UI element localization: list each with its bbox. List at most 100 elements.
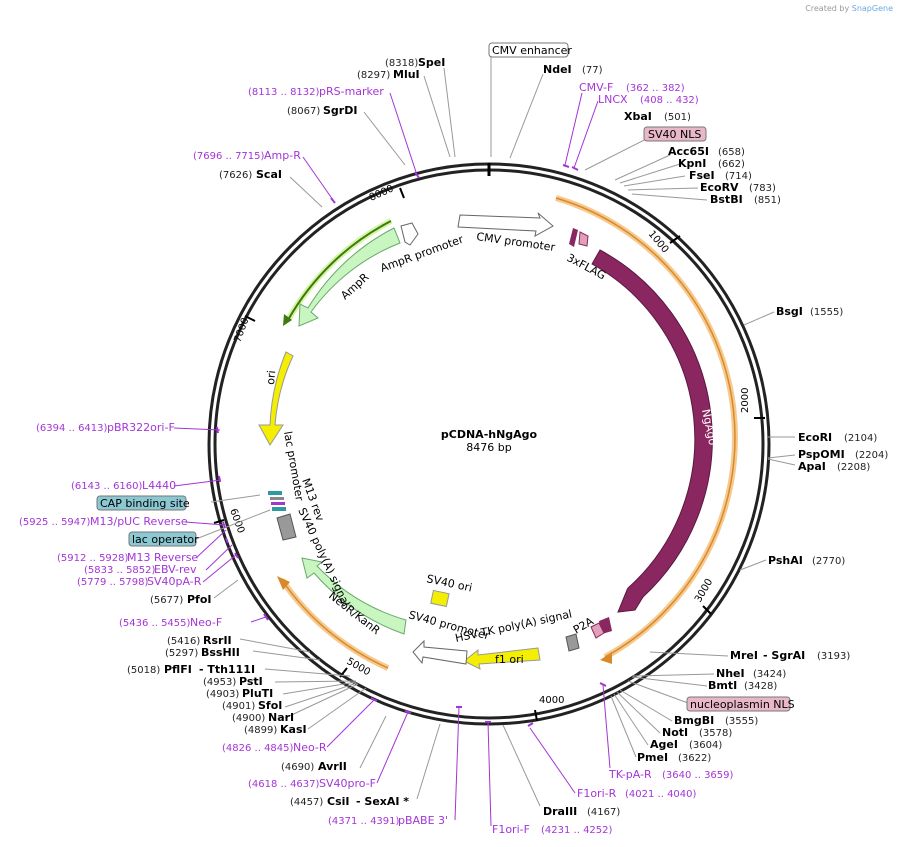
nucleoplasmin-nls-label: nucleoplasmin NLS [690, 698, 795, 711]
svg-text:(8067): (8067) [287, 106, 320, 117]
svg-text:(5018): (5018) [127, 665, 160, 676]
f1-ori-label: f1 ori [495, 653, 524, 666]
site-psti: PstI [239, 675, 263, 688]
svg-text:(501): (501) [664, 112, 691, 123]
tick-4000: 4000 [539, 695, 564, 706]
orf-arc-ngago-core [555, 197, 736, 658]
svg-text:(4900): (4900) [232, 713, 265, 724]
site-draiii: DraIII [543, 805, 577, 818]
svg-text:(6143 .. 6160): (6143 .. 6160) [71, 481, 143, 492]
sv40-polya-feature[interactable] [276, 513, 297, 541]
site-pflfi: PflFI [164, 663, 192, 676]
ori-feature[interactable] [258, 351, 294, 446]
site-noti: NotI [662, 726, 688, 739]
svg-text:(1555): (1555) [810, 307, 843, 318]
primer-neo-f: Neo-F [190, 616, 222, 629]
site-tth111i: - Tth111I [199, 663, 255, 676]
svg-text:(4371 .. 4391): (4371 .. 4391) [328, 816, 400, 827]
primer-cmv-f: CMV-F [579, 81, 613, 94]
svg-text:(4826 .. 4845): (4826 .. 4845) [222, 743, 294, 754]
site-acc65i: Acc65I [668, 145, 709, 158]
primer-amp-r: Amp-R [264, 149, 301, 162]
svg-text:(5779 .. 5798): (5779 .. 5798) [77, 577, 149, 588]
primer-prs-marker: pRS-marker [319, 85, 384, 98]
cap-binding-site-label: CAP binding site [100, 497, 190, 510]
svg-text:(4899): (4899) [244, 725, 277, 736]
tick-3000: 3000 [693, 577, 715, 605]
site-scai: ScaI [256, 168, 282, 181]
site-bmti: BmtI [708, 679, 737, 692]
svg-text:(8113 .. 8132): (8113 .. 8132) [248, 87, 320, 98]
site-labels: (8318) SpeI (8297) MluI (8067) SgrDI (76… [127, 56, 888, 818]
sv40-promoter-feature[interactable] [412, 639, 468, 665]
ampr-promoter-feature[interactable] [400, 222, 419, 246]
primer-ebv-rev: EBV-rev [154, 563, 197, 576]
cmv-promoter-feature[interactable] [457, 212, 554, 237]
svg-text:(5297): (5297) [165, 648, 198, 659]
site-pluti: PluTI [242, 687, 273, 700]
svg-text:(4231 .. 4252): (4231 .. 4252) [541, 825, 613, 836]
hsv-tk-polya-feature[interactable] [565, 633, 580, 652]
site-ecorv: EcoRV [700, 181, 739, 194]
svg-text:(4021 .. 4040): (4021 .. 4040) [625, 789, 697, 800]
site-kpni: KpnI [678, 157, 706, 170]
svg-text:(5436 .. 5455): (5436 .. 5455) [119, 618, 191, 629]
svg-text:(3640 .. 3659): (3640 .. 3659) [662, 770, 734, 781]
leader-lines [195, 56, 796, 807]
primer-f1ori-r: F1ori-R [577, 787, 617, 800]
svg-text:(783): (783) [749, 183, 776, 194]
site-rsrii: RsrII [203, 634, 232, 647]
neor-kanr-feature[interactable] [301, 557, 407, 635]
site-fsei: FseI [689, 169, 715, 182]
svg-text:(2204): (2204) [855, 450, 888, 461]
svg-text:(3622): (3622) [678, 753, 711, 764]
site-pshai: PshAI [768, 554, 803, 567]
credit-prefix: Created by [805, 4, 850, 13]
ngago-feature[interactable] [591, 249, 713, 613]
primer-sv40pa-r: SV40pA-R [147, 575, 202, 588]
site-xbai: XbaI [624, 110, 652, 123]
nucleoplasmin-nls-feature[interactable] [590, 622, 605, 639]
svg-text:(662): (662) [718, 159, 745, 170]
sv40nls-feature[interactable] [578, 231, 589, 247]
svg-text:(5677): (5677) [150, 595, 183, 606]
site-pspomi: PspOMI [798, 448, 845, 461]
p2a-label: P2A [571, 615, 596, 637]
site-nari: NarI [268, 711, 294, 724]
primer-f1ori-f: F1ori-F [492, 823, 530, 836]
svg-text:(3555): (3555) [725, 716, 758, 727]
site-pmei: PmeI [637, 751, 668, 764]
svg-text:(4690): (4690) [281, 762, 314, 773]
svg-text:(362 .. 382): (362 .. 382) [626, 83, 685, 94]
svg-text:(3193): (3193) [817, 651, 850, 662]
svg-text:(6394 .. 6413): (6394 .. 6413) [36, 423, 108, 434]
svg-text:(658): (658) [718, 147, 745, 158]
svg-text:(5925 .. 5947): (5925 .. 5947) [19, 517, 91, 528]
site-sgrdi: SgrDI [323, 104, 357, 117]
site-sfoi: SfoI [258, 699, 282, 712]
neor-orf-arrowhead [277, 576, 290, 590]
boxed-labels: CMV enhancer SV40 NLS nucleoplasmin NLS … [96, 42, 795, 712]
svg-text:(4167): (4167) [587, 807, 620, 818]
plasmid-name: pCDNA-hNgAgo [441, 428, 538, 441]
svg-text:(3424): (3424) [753, 669, 786, 680]
plasmid-length: 8476 bp [466, 441, 511, 454]
lac-region[interactable] [268, 491, 286, 511]
svg-text:(2104): (2104) [844, 433, 877, 444]
primer-ticks [216, 164, 607, 727]
svg-text:(2208): (2208) [837, 462, 870, 473]
primer-tk-pa-r: TK-pA-R [608, 768, 652, 781]
f1-ori-feature[interactable] [463, 647, 541, 670]
3xflag-feature[interactable] [569, 228, 578, 247]
snapgene-logo: SnapGene [851, 4, 893, 13]
svg-text:(77): (77) [582, 65, 603, 76]
sv40-ori-feature[interactable] [430, 589, 450, 608]
svg-text:(408 .. 432): (408 .. 432) [640, 95, 699, 106]
ampr-feature[interactable] [298, 227, 401, 327]
tick-7000: 7000 [232, 316, 251, 344]
site-sexai: - SexAI * [356, 795, 409, 808]
primer-neo-r: Neo-R [293, 741, 327, 754]
primer-sv40pro-f: SV40pro-F [319, 777, 376, 790]
svg-text:(4457): (4457) [290, 797, 323, 808]
